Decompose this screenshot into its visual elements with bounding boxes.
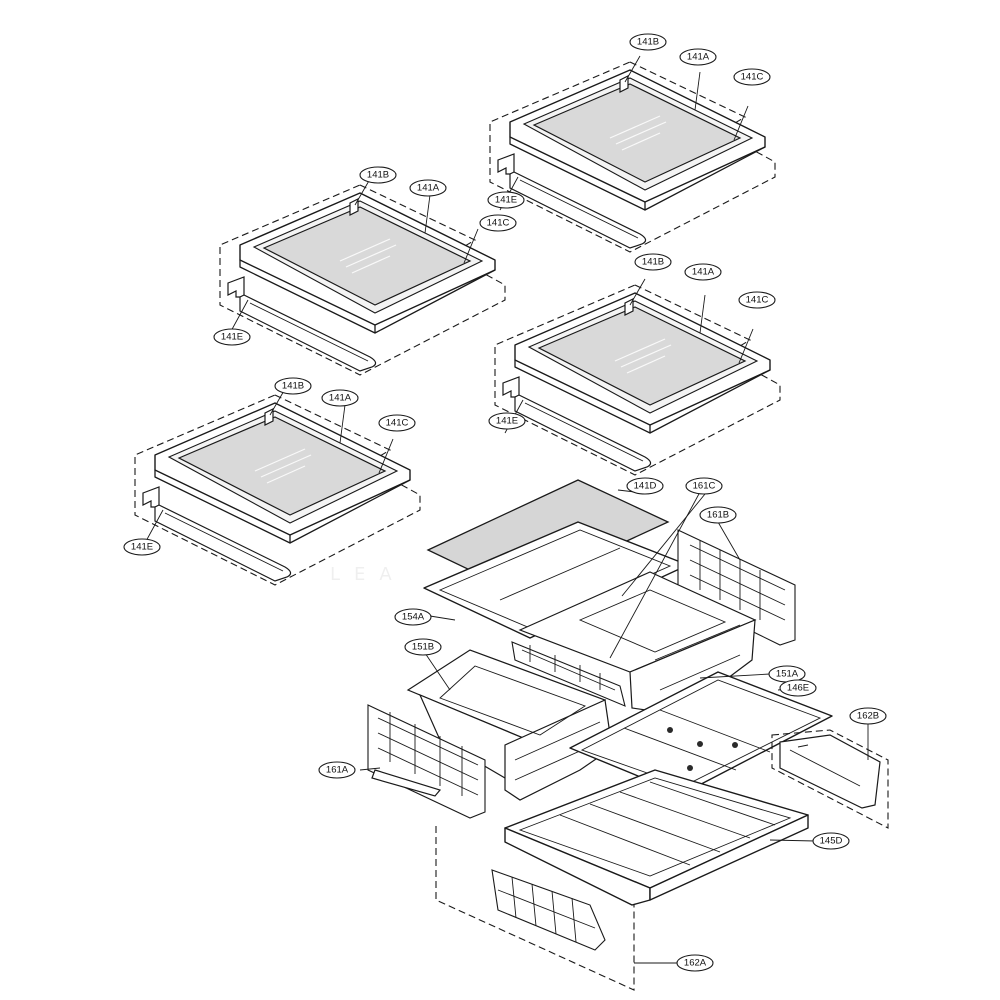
svg-text:154A: 154A [402,612,425,623]
callout-151b: 151B [404,638,442,656]
svg-text:141E: 141E [221,332,243,343]
svg-text:141A: 141A [417,183,440,194]
callout-145d: 145D [812,832,850,850]
svg-text:141A: 141A [687,52,710,63]
callout-141e: 141E [123,538,161,556]
svg-text:141D: 141D [634,481,657,492]
bottom-tray [504,769,809,906]
svg-text:141B: 141B [637,37,659,48]
svg-text:151B: 151B [412,642,434,653]
callout-161b: 161B [699,506,737,524]
callout-141b: 141B [359,166,397,184]
right-side-cap [771,729,889,829]
callout-161c: 161C [685,477,723,495]
watermark-text: LEA [330,564,406,585]
callout-141c: 141C [733,68,771,86]
front-bracket [491,869,606,951]
callout-154a: 154A [394,608,432,626]
svg-text:162A: 162A [684,958,707,969]
callout-141b: 141B [634,253,672,271]
shelf-assembly-2: 141B 141A 141C 141E [213,166,517,376]
svg-text:141B: 141B [367,170,389,181]
svg-text:162B: 162B [857,711,879,722]
callout-141e: 141E [488,412,526,430]
svg-text:161C: 161C [693,481,716,492]
center-divider [511,641,626,707]
svg-text:141A: 141A [692,267,715,278]
callout-141c: 141C [479,214,517,232]
shelf-assembly-1: 141B 141A 141C 141E [487,33,776,253]
callout-141a: 141A [684,263,722,281]
svg-text:141A: 141A [329,393,352,404]
svg-text:141B: 141B [642,257,664,268]
callout-141a: 141A [321,389,359,407]
callout-146e: 146E [779,679,817,697]
shelf-assembly-4: 141B 141A 141C 141E [123,377,421,586]
callout-162b: 162B [849,707,887,725]
svg-text:141B: 141B [282,381,304,392]
callout-141c: 141C [378,414,416,432]
svg-text:141E: 141E [496,416,518,427]
callout-161a: 161A [318,761,356,779]
left-crisper-bin [406,649,613,801]
svg-text:141C: 141C [746,295,769,306]
svg-text:141E: 141E [131,542,153,553]
callout-141e: 141E [213,328,251,346]
svg-text:146E: 146E [787,683,809,694]
svg-text:145D: 145D [820,836,843,847]
callout-141b: 141B [274,377,312,395]
callout-141c: 141C [738,291,776,309]
left-grille [367,704,486,819]
svg-text:161B: 161B [707,510,729,521]
callout-141a: 141A [679,48,717,66]
callout-141e: 141E [487,191,525,209]
svg-text:141C: 141C [386,418,409,429]
crisper-assembly: 141D 161C 161B 154A 151B 151A 146E 162B … [318,477,889,991]
callout-141b: 141B [629,33,667,51]
svg-text:151A: 151A [776,669,799,680]
svg-text:161A: 161A [326,765,349,776]
callout-162a: 162A [676,954,714,972]
svg-text:141C: 141C [487,218,510,229]
shelf-assembly-3: 141B 141A 141C 141E [488,253,781,476]
callout-141a: 141A [409,179,447,197]
right-crisper-bin [518,571,757,713]
callout-141d: 141D [626,477,664,495]
svg-text:141C: 141C [741,72,764,83]
svg-text:141E: 141E [495,195,517,206]
